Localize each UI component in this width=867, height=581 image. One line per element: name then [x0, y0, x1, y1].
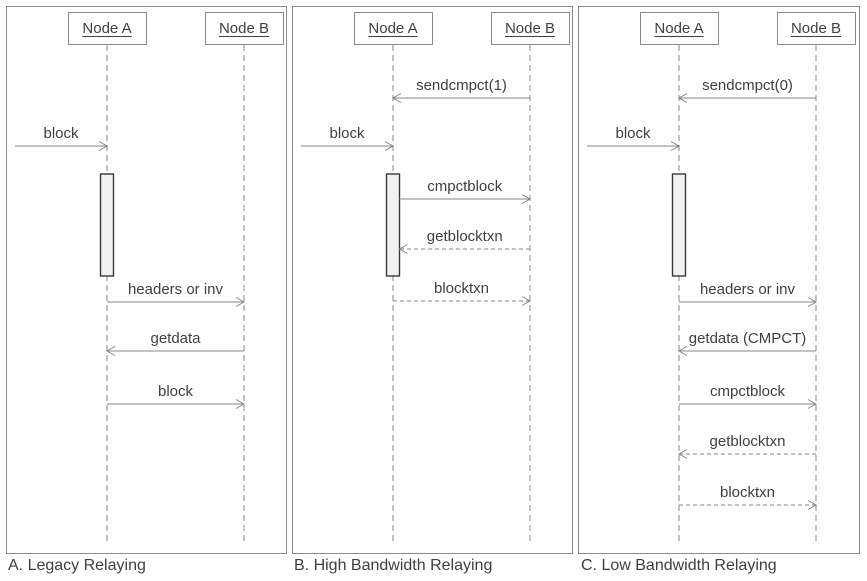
- actor-label: Node A: [654, 20, 704, 37]
- actor-box-node-b: Node B: [204, 12, 284, 45]
- message-label: blocktxn: [719, 484, 776, 501]
- message-label: block: [157, 383, 194, 400]
- panel-high-bandwidth-relaying: sendcmpct(1) block cmpctblock getblocktxn bl…: [292, 6, 573, 554]
- arrowhead-icon: [98, 141, 109, 151]
- message-label: headers or inv: [127, 281, 224, 298]
- actor-box-node-a: Node A: [639, 12, 719, 45]
- activation-bar: [385, 173, 401, 277]
- arrowhead-icon: [807, 297, 818, 307]
- message-label: block: [43, 125, 79, 142]
- sequence-canvas: [301, 45, 532, 544]
- actor-box-node-b: Node B: [776, 12, 856, 45]
- panel-low-bandwidth-relaying: sendcmpct(0) block headers or inv getdata (…: [578, 6, 860, 554]
- actor-label: Node A: [368, 20, 418, 37]
- sequence-canvas: [15, 45, 246, 544]
- arrowhead-icon: [677, 93, 688, 103]
- message-label: sendcmpct(1): [416, 77, 507, 94]
- message-label: blocktxn: [433, 280, 490, 297]
- sequence-canvas: [587, 45, 818, 544]
- message-label: block: [329, 125, 365, 142]
- message-label: getdata: [150, 330, 201, 347]
- arrowhead-icon: [384, 141, 395, 151]
- arrowhead-icon: [807, 399, 818, 409]
- actor-label: Node A: [82, 20, 132, 37]
- actor-box-node-b: Node B: [490, 12, 570, 45]
- message-label: block: [615, 125, 651, 142]
- arrowhead-icon: [521, 296, 532, 306]
- actor-label: Node B: [218, 20, 270, 37]
- arrowhead-icon: [670, 141, 681, 151]
- actor-label: Node B: [790, 20, 842, 37]
- arrowhead-icon: [677, 346, 688, 356]
- panel-caption-b: B. High Bandwidth Relaying: [294, 557, 493, 574]
- message-label: cmpctblock: [709, 383, 786, 400]
- arrowhead-icon: [807, 500, 818, 510]
- actor-box-node-a: Node A: [353, 12, 433, 45]
- arrowhead-icon: [677, 449, 688, 459]
- message-label: getdata (CMPCT): [688, 330, 807, 347]
- message-label: sendcmpct(0): [702, 77, 793, 94]
- activation-bar: [99, 173, 115, 277]
- actor-box-node-a: Node A: [67, 12, 147, 45]
- arrowhead-icon: [521, 194, 532, 204]
- message-label: cmpctblock: [427, 178, 503, 195]
- message-label: getblocktxn: [426, 228, 503, 245]
- panel-caption-a: A. Legacy Relaying: [8, 557, 146, 574]
- panel-legacy-relaying: block headers or inv getdata block Node A Nod…: [6, 6, 287, 554]
- message-label: headers or inv: [699, 281, 796, 298]
- panel-caption-c: C. Low Bandwidth Relaying: [581, 557, 777, 574]
- arrowhead-icon: [398, 244, 408, 254]
- arrowhead-icon: [235, 399, 246, 409]
- actor-label: Node B: [504, 20, 556, 37]
- arrowhead-icon: [391, 93, 402, 103]
- arrowhead-icon: [235, 297, 246, 307]
- activation-bar: [671, 173, 687, 277]
- message-label: getblocktxn: [709, 433, 786, 450]
- arrowhead-icon: [105, 346, 116, 356]
